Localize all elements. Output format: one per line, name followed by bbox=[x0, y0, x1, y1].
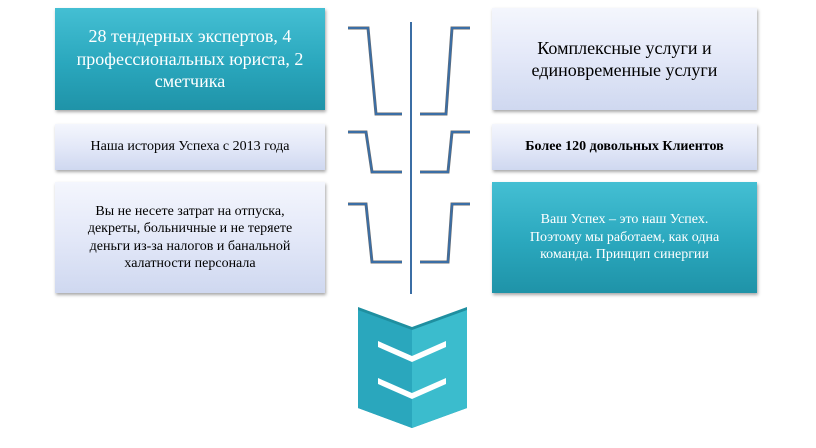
connector-left-2 bbox=[348, 130, 402, 174]
connector-left-2-hi bbox=[348, 131, 402, 173]
connector-left-1 bbox=[348, 26, 402, 116]
book-icon bbox=[358, 307, 467, 428]
connector-right-1 bbox=[420, 26, 470, 116]
connector-right-3 bbox=[420, 202, 470, 264]
connector-right-1-hi bbox=[420, 27, 470, 115]
box-history-text: Наша история Успеха с 2013 года bbox=[90, 139, 290, 155]
connector-right-3-hi bbox=[420, 203, 470, 263]
connector-left-1-hi bbox=[348, 27, 402, 115]
box-clients-text: Более 120 довольных Клиентов bbox=[525, 139, 724, 155]
connector-left-3 bbox=[348, 202, 402, 264]
box-history: Наша история Успеха с 2013 года bbox=[55, 124, 325, 170]
box-services-text: Комплексные услуги и единовременные услу… bbox=[531, 37, 718, 81]
box-clients: Более 120 довольных Клиентов bbox=[492, 124, 757, 170]
box-synergy: Ваш Успех – это наш Успех. Поэтому мы ра… bbox=[492, 182, 757, 293]
box-costs: Вы не несете затрат на отпуска, декреты,… bbox=[55, 182, 325, 293]
connector-left-3-hi bbox=[348, 203, 402, 263]
box-experts: 28 тендерных экспертов, 4 профессиональн… bbox=[55, 8, 325, 110]
box-costs-text: Вы не несете затрат на отпуска, декреты,… bbox=[87, 203, 293, 272]
box-services: Комплексные услуги и единовременные услу… bbox=[492, 8, 757, 110]
connector-right-2-hi bbox=[420, 131, 470, 173]
box-synergy-text: Ваш Успех – это наш Успех. Поэтому мы ра… bbox=[529, 212, 720, 263]
box-experts-text: 28 тендерных экспертов, 4 профессиональн… bbox=[76, 26, 304, 92]
connector-right-2 bbox=[420, 130, 470, 174]
